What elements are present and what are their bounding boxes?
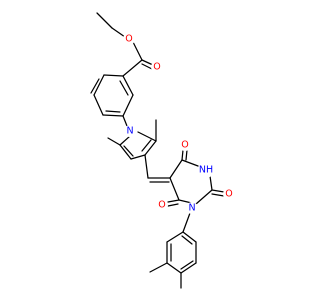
- top-ring-carbonyl-oxygen-label: O: [181, 140, 188, 151]
- ring-nh-atom: NH: [198, 162, 214, 178]
- ring-nitrogen-label: N: [188, 203, 195, 214]
- right-ring-carbonyl-oxygen-label: O: [225, 189, 232, 200]
- ester-carbonyl-oxygen-label: O: [153, 62, 160, 73]
- pyrrole-nitrogen-label: N: [126, 126, 133, 137]
- right-ring-carbonyl-oxygen-atom: O: [223, 188, 235, 200]
- atom-labels: O O N O NH O O N: [123, 33, 235, 214]
- bond-lines: [90, 12, 225, 289]
- left-ring-carbonyl-oxygen-label: O: [158, 200, 165, 211]
- ring-nh-label: NH: [199, 165, 213, 176]
- ester-carbonyl-oxygen-atom: O: [151, 61, 163, 73]
- ring-nitrogen-atom: N: [186, 202, 198, 214]
- chemical-structure-diagram: O O N O NH O O N: [90, 12, 235, 289]
- top-ring-carbonyl-oxygen-atom: O: [179, 139, 191, 151]
- pyrrole-nitrogen-atom: N: [124, 125, 136, 137]
- left-ring-carbonyl-oxygen-atom: O: [156, 199, 168, 211]
- ester-oxygen-atom: O: [123, 33, 135, 45]
- ester-oxygen-label: O: [125, 34, 132, 45]
